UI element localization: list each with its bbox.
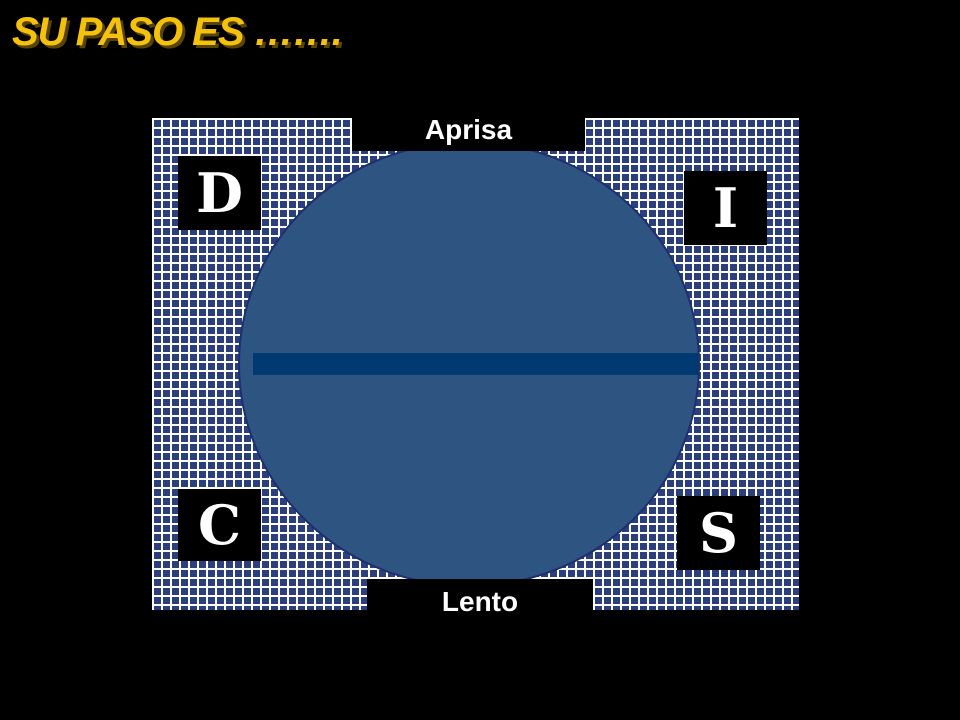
axis-label-aprisa: Aprisa	[352, 109, 585, 151]
quadrant-i-box: I	[684, 171, 767, 245]
quadrant-d-box: D	[178, 156, 261, 230]
divider-bar	[253, 353, 698, 375]
slide-title: SU PASO ES …….	[12, 10, 343, 54]
quadrant-c-box: C	[178, 489, 261, 561]
axis-label-lento: Lento	[367, 579, 593, 624]
quadrant-s-box: S	[677, 496, 760, 570]
